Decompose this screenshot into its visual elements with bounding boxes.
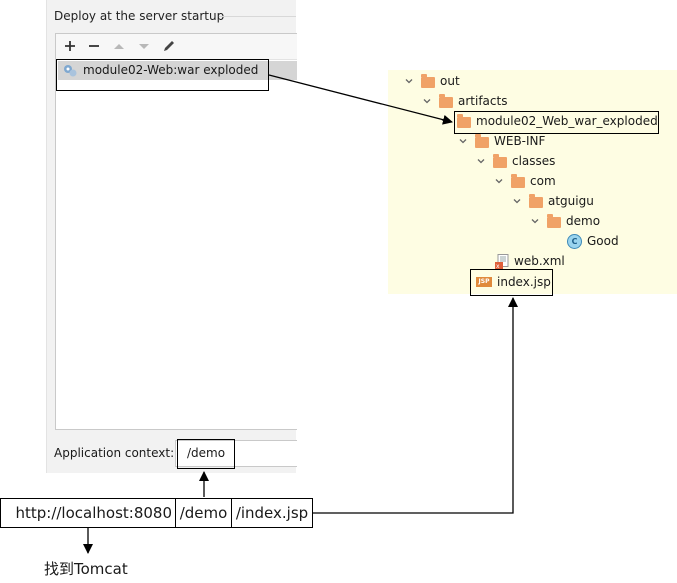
application-context-input[interactable]: /demo [175,440,297,467]
application-context-value: /demo [187,446,226,460]
url-resource-segment: /index.jsp [231,498,313,528]
arrow-url-to-indexjsp [313,297,518,514]
chevron-down-icon [439,115,451,127]
artifact-icon [62,63,78,82]
tree-label-atguigu: atguigu [548,194,594,208]
remove-button[interactable] [86,38,102,54]
tree-label-classes: classes [512,154,556,168]
tree-label-good: Good [587,234,619,248]
group-divider [219,16,296,17]
move-up-button[interactable] [111,38,127,54]
svg-text:x: x [496,263,500,269]
context-highlight-box [177,439,235,469]
tree-label-demo: demo [566,214,601,228]
folder-icon [493,153,507,168]
move-down-button[interactable] [136,38,152,54]
exploded-highlight-box [454,111,659,134]
add-button[interactable] [62,38,78,54]
tree-node-indexjsp[interactable]: JSP index.jsp [476,272,551,292]
tree-node-demo[interactable]: demo [529,211,600,231]
deploy-group-title: Deploy at the server startup [54,9,225,23]
folder-icon [547,213,561,228]
artifact-row[interactable]: module02-Web:war exploded [58,61,297,80]
tree-node-artifacts[interactable]: artifacts [421,91,507,111]
folder-icon [457,113,471,128]
chevron-down-icon [529,215,541,227]
arrow-down-icon [139,44,149,49]
tree-label-artifacts: artifacts [458,94,508,108]
folder-icon [511,173,525,188]
tree-node-com[interactable]: com [493,171,556,191]
tree-node-webinf[interactable]: WEB-INF [457,131,545,151]
edit-button[interactable] [161,38,177,54]
tree-label-exploded: module02_Web_war_exploded [476,114,658,128]
tree-node-atguigu[interactable]: atguigu [511,191,594,211]
pencil-icon [164,41,174,51]
chevron-down-icon [511,195,523,207]
tree-node-classes[interactable]: classes [475,151,555,171]
url-resource-text: /index.jsp [235,504,309,522]
tree-label-com: com [530,174,556,188]
tree-label-out: out [440,74,460,88]
jsp-file-icon: JSP [476,277,492,287]
chevron-down-icon [457,135,469,147]
xml-file-icon: x [495,253,509,270]
url-context-text: /demo [179,504,228,522]
chevron-down-icon [475,155,487,167]
artifact-label: module02-Web:war exploded [83,63,259,77]
application-context-label: Application context: [54,446,175,460]
arrow-up-icon [114,44,124,49]
class-icon: C [567,233,582,249]
minus-icon [89,45,99,47]
artifact-highlight-box [56,59,269,91]
tomcat-caption: 找到Tomcat [44,560,128,578]
folder-icon [475,133,489,148]
tree-label-webxml: web.xml [514,254,565,268]
deploy-list[interactable]: module02-Web:war exploded [55,33,297,430]
url-host-segment: http://localhost:8080 [0,498,176,528]
tree-label-indexjsp: index.jsp [497,275,551,289]
plus-icon [65,41,75,51]
chevron-down-icon [421,95,433,107]
tree-node-good[interactable]: C Good [567,231,619,251]
url-host-text: http://localhost:8080 [15,504,172,522]
tree-node-webxml[interactable]: x web.xml [495,251,565,271]
deploy-toolbar [56,34,297,60]
folder-icon [421,73,435,88]
chevron-down-icon [403,75,415,87]
chevron-down-icon [493,175,505,187]
indexjsp-highlight-box [470,269,553,296]
folder-icon [529,193,543,208]
tree-label-webinf: WEB-INF [494,134,546,148]
folder-icon [439,93,453,108]
url-context-segment: /demo [175,498,232,528]
tree-node-out[interactable]: out [403,71,460,91]
